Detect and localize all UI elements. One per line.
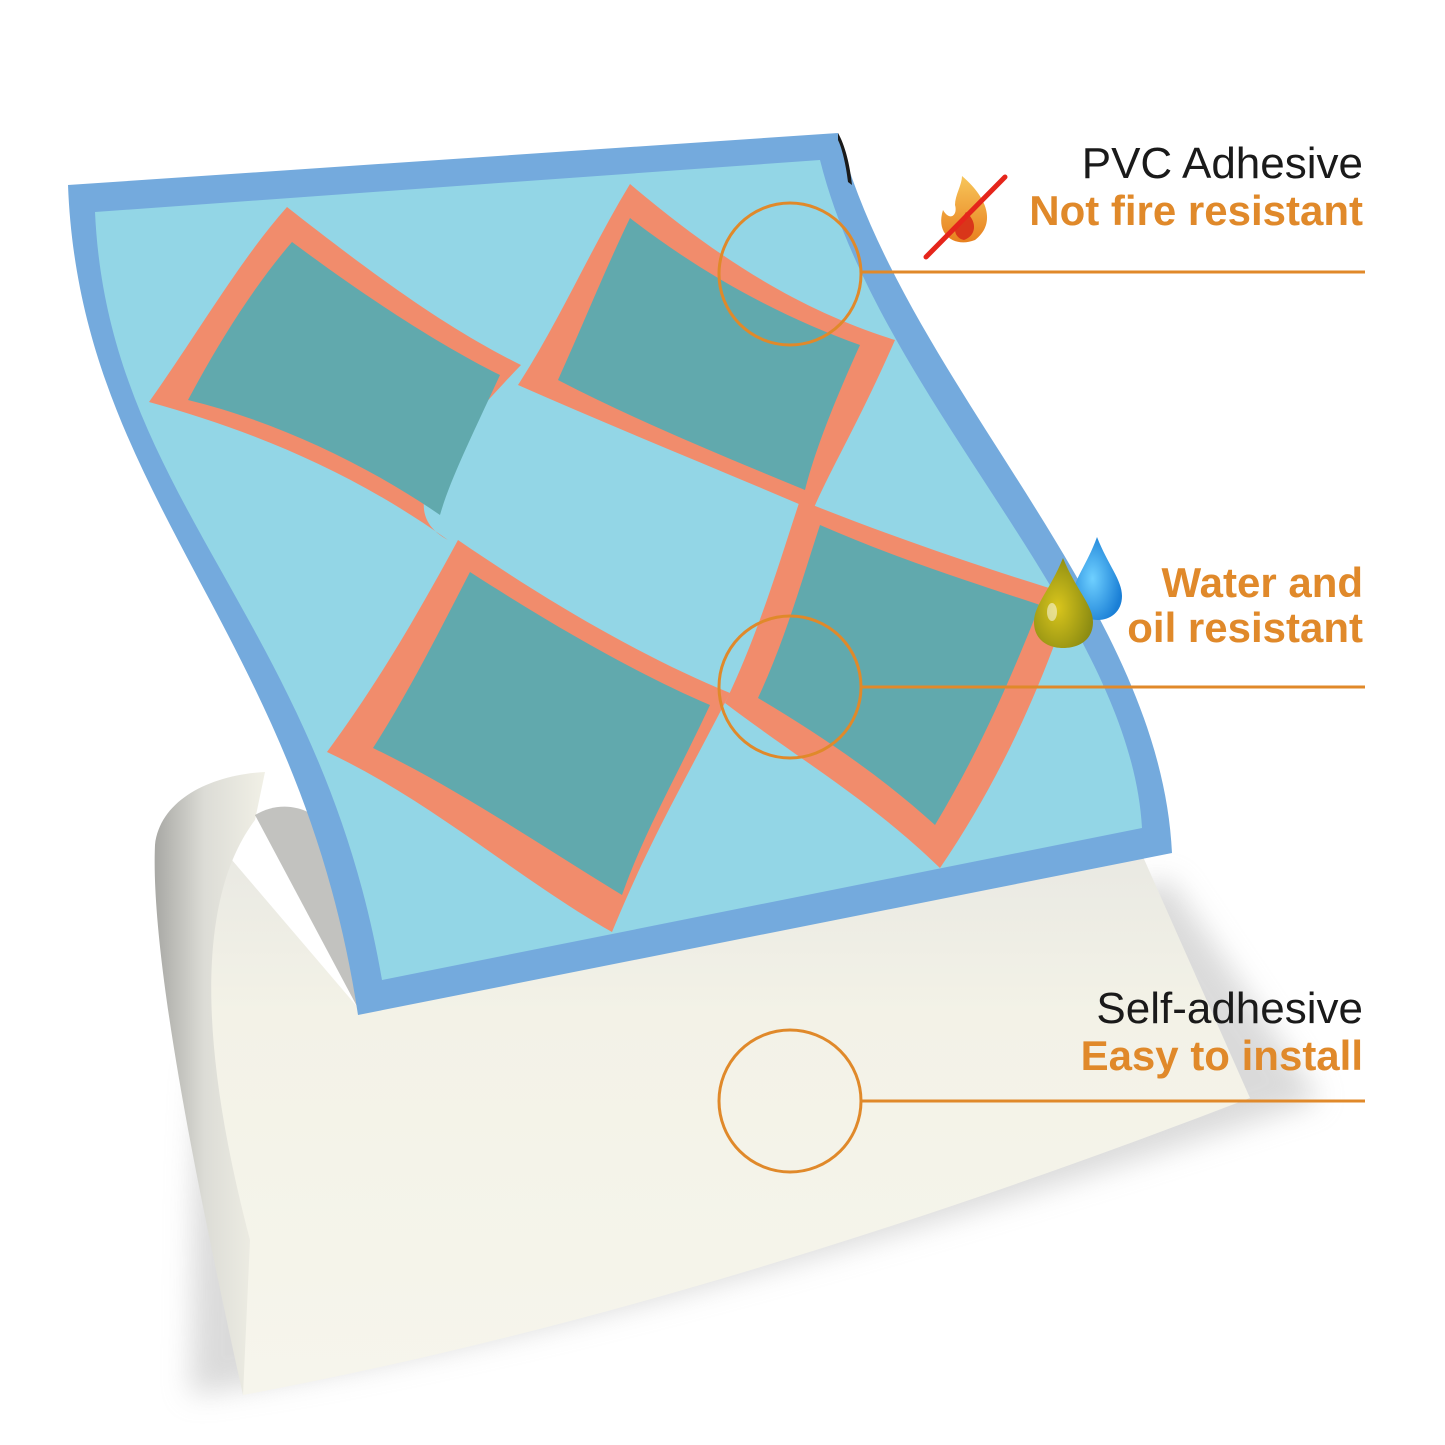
callout-highlight-line-2: oil resistant (1127, 604, 1363, 652)
sticker-corner (838, 133, 852, 185)
callout-title: PVC Adhesive (1081, 139, 1363, 188)
no-fire-icon (923, 174, 1008, 260)
diamond (373, 572, 710, 895)
callout-highlight: Easy to install (1080, 1031, 1363, 1079)
callout-circle-1 (717, 201, 863, 347)
diamond-pattern (149, 184, 1072, 932)
callout-self-adhesive: Self-adhesive Easy to install (1081, 985, 1363, 1078)
backing-curl (154, 772, 265, 1395)
callout-highlight: Not fire resistant (1029, 186, 1363, 234)
diamond (558, 218, 860, 490)
diamond (188, 242, 500, 515)
callout-title: Self-adhesive (1096, 984, 1363, 1033)
backing-paper (180, 805, 1250, 1395)
callout-pvc-adhesive: PVC Adhesive Not fire resistant (1029, 140, 1363, 233)
callout-highlight-line-1: Water and (1161, 559, 1363, 606)
callout-water-oil: Water and oil resistant (1127, 560, 1363, 651)
diamond (758, 525, 1040, 825)
water-oil-drops-icon (1034, 537, 1122, 648)
